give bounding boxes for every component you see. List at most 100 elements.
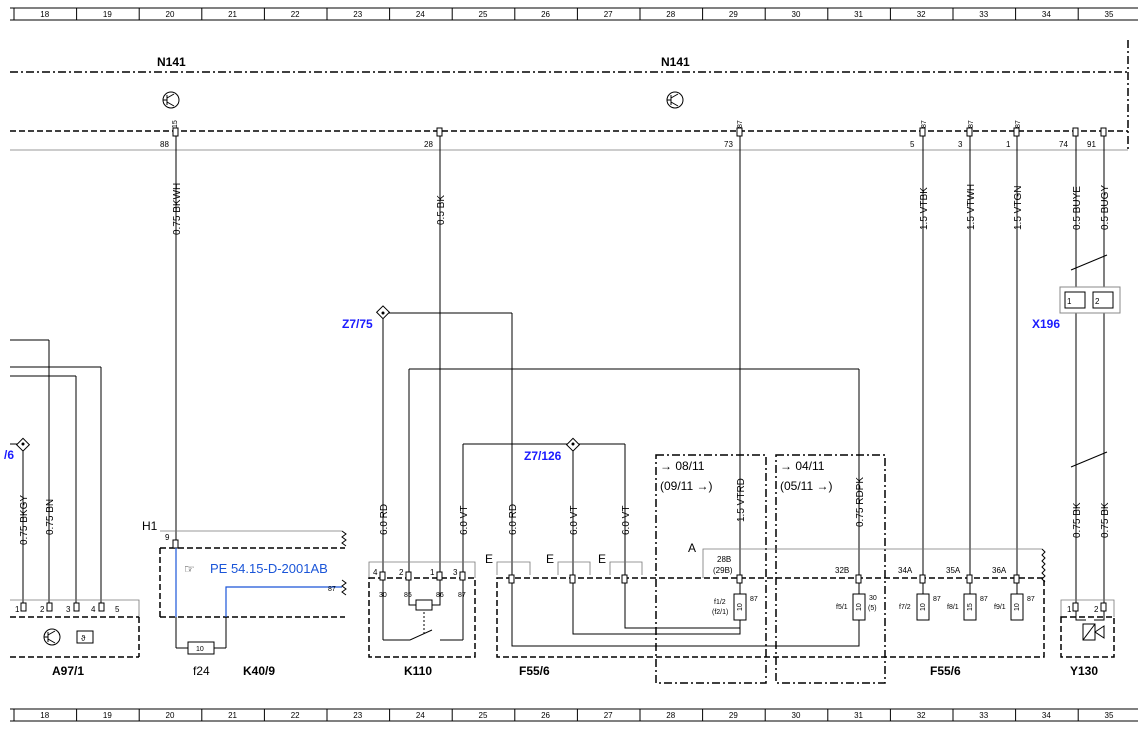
- svg-text:A: A: [688, 541, 696, 555]
- svg-text:10: 10: [196, 646, 204, 653]
- bottom-ruler-column-label: 26: [541, 711, 550, 720]
- n141-module: N141 N141 88 28 73 5 3 1 74 91 15 87 87 …: [10, 40, 1129, 151]
- svg-text:E: E: [485, 552, 493, 566]
- n141-pin-1: 1: [1006, 140, 1011, 149]
- z7-75-label: Z7/75: [342, 317, 373, 331]
- bottom-ruler-column-label: 22: [291, 711, 300, 720]
- bottom-ruler-column-label: 34: [1042, 711, 1051, 720]
- svg-text:E: E: [598, 552, 606, 566]
- n141-pin-73: 73: [724, 140, 733, 149]
- fuse-f1-2: 10 f1/2 (f2/1) 87: [712, 593, 758, 621]
- top-ruler-column-label: 21: [228, 10, 237, 19]
- transistor-icon: [43, 628, 61, 646]
- top-ruler-column-label: 27: [604, 10, 613, 19]
- svg-text:36A: 36A: [992, 566, 1007, 575]
- top-ruler-column-label: 23: [353, 10, 362, 19]
- fuse-f8-1: 15 f8/1 87: [947, 593, 988, 621]
- svg-text:5: 5: [115, 605, 120, 614]
- transistor-icon: [666, 91, 684, 109]
- svg-text:(29B): (29B): [713, 566, 733, 575]
- n141-pin-5: 5: [910, 140, 915, 149]
- svg-text:2: 2: [40, 605, 45, 614]
- pin-tag: 87: [1015, 120, 1022, 128]
- svg-text:→ 04/11: → 04/11: [780, 459, 825, 473]
- svg-text:30: 30: [869, 595, 877, 602]
- top-ruler-column-label: 35: [1105, 10, 1114, 19]
- bottom-ruler-column-label: 29: [729, 711, 738, 720]
- wire-label: 6.0 VT: [569, 506, 580, 535]
- fuse-f5-1: 10 f5/1 30 (5): [836, 593, 877, 621]
- top-ruler-column-label: 34: [1042, 10, 1051, 19]
- y130-valve: 1 2 Y130: [1060, 599, 1115, 678]
- bottom-ruler-column-label: 30: [792, 711, 801, 720]
- a97-1-component: 1 2 3 4 5 ϑ A97/1: [10, 599, 140, 678]
- pin-tag: 87: [968, 120, 975, 128]
- transistor-icon: [162, 91, 180, 109]
- bottom-ruler-column-label: 28: [666, 711, 675, 720]
- wire-label: 0.75 BK: [1100, 502, 1111, 538]
- bottom-ruler-column-label: 21: [228, 711, 237, 720]
- reference-link[interactable]: ☞ PE 54.15-D-2001AB: [184, 561, 328, 576]
- n141-pin-3: 3: [958, 140, 963, 149]
- svg-text:34A: 34A: [898, 566, 913, 575]
- svg-text:(f2/1): (f2/1): [712, 609, 728, 616]
- svg-text:10: 10: [737, 603, 744, 611]
- top-ruler-column-label: 26: [541, 10, 550, 19]
- svg-text:85: 85: [404, 592, 412, 599]
- a97-1-label: A97/1: [52, 664, 84, 678]
- svg-text:3: 3: [453, 568, 458, 577]
- pin-tag: 87: [921, 120, 928, 128]
- svg-text:4: 4: [91, 605, 96, 614]
- top-ruler-column-label: 20: [166, 10, 175, 19]
- top-ruler-column-label: 19: [103, 10, 112, 19]
- wires: [10, 136, 1108, 605]
- top-ruler-column-label: 25: [479, 10, 488, 19]
- top-ruler-column-label: 28: [666, 10, 675, 19]
- k40-9-label: K40/9: [243, 664, 275, 678]
- x196-label: X196: [1032, 317, 1060, 331]
- svg-text:(05/11 →): (05/11 →): [780, 479, 832, 493]
- bottom-ruler-column-label: 19: [103, 711, 112, 720]
- wire-label: 1.5 VTBK: [919, 187, 930, 230]
- left-connector: /6: [4, 437, 31, 462]
- k110-label: K110: [404, 664, 432, 678]
- svg-text:E: E: [546, 552, 554, 566]
- wire-label: 0.5 BUYE: [1072, 186, 1083, 230]
- wire-label: 0.75 RDPK: [855, 477, 866, 527]
- bottom-ruler-column-label: 20: [166, 711, 175, 720]
- svg-text:(09/11 →): (09/11 →): [660, 479, 712, 493]
- wire-label: 1.5 VTGN: [1013, 186, 1024, 230]
- wire-label: 6.0 RD: [379, 504, 390, 535]
- svg-text:10: 10: [1014, 603, 1021, 611]
- pointing-hand-icon: ☞: [184, 562, 195, 576]
- svg-text:f8/1: f8/1: [947, 604, 959, 611]
- bottom-ruler-column-label: 31: [854, 711, 863, 720]
- z7-126-label: Z7/126: [524, 449, 562, 463]
- top-ruler-column-label: 31: [854, 10, 863, 19]
- pin-tag: 87: [737, 120, 744, 128]
- f55-6-fusebox: A 28B (29B) 32B 34A 35A 36A E E E 10: [485, 541, 1046, 678]
- svg-text:f7/2: f7/2: [899, 604, 911, 611]
- wire-label: 0.75 BKGY: [19, 495, 30, 545]
- wire-label: 0.75 BKWH: [172, 183, 183, 235]
- fuse-f9-1: 10 f9/1 87: [994, 593, 1035, 621]
- top-ruler-column-label: 30: [792, 10, 801, 19]
- bottom-ruler-column-label: 27: [604, 711, 613, 720]
- svg-text:1: 1: [15, 605, 20, 614]
- f55-6-label-right: F55/6: [930, 664, 961, 678]
- variant-box-1: → 08/11 (09/11 →): [655, 454, 767, 684]
- svg-text:2: 2: [399, 568, 404, 577]
- reference-text: PE 54.15-D-2001AB: [210, 561, 328, 576]
- fuse-f24: [187, 641, 215, 655]
- z7-126-connector: Z7/126: [524, 437, 581, 463]
- n141-pin-88: 88: [160, 140, 169, 149]
- svg-text:f5/1: f5/1: [836, 604, 848, 611]
- top-ruler-column-label: 22: [291, 10, 300, 19]
- partial-connector-label: /6: [4, 448, 14, 462]
- wire-label: 0.75 BK: [1072, 502, 1083, 538]
- f24-label: f24: [193, 664, 210, 678]
- valve-icon: [1094, 625, 1105, 639]
- bottom-ruler-column-label: 18: [40, 711, 49, 720]
